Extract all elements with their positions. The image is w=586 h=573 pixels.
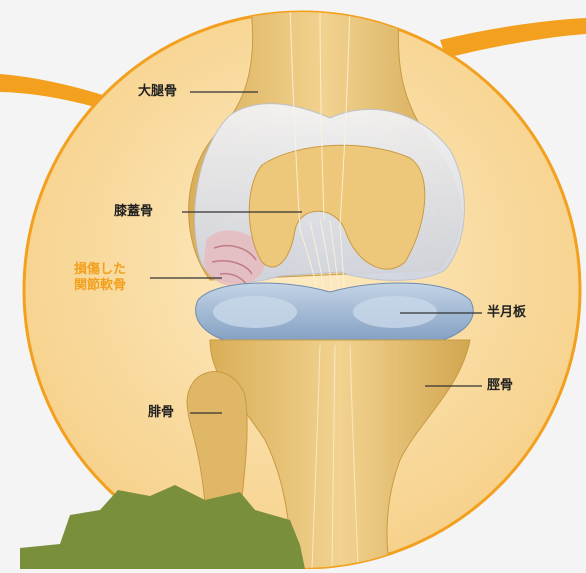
label-fibula: 腓骨 xyxy=(148,405,174,421)
label-tibia: 脛骨 xyxy=(487,378,513,394)
label-meniscus: 半月板 xyxy=(487,305,526,321)
label-damaged-cartilage: 損傷した 関節軟骨 xyxy=(74,262,126,294)
orange-swoosh-right xyxy=(440,18,586,58)
label-damaged-cartilage-line1: 損傷した xyxy=(74,262,126,278)
label-damaged-cartilage-line2: 関節軟骨 xyxy=(74,278,126,294)
label-femur: 大腿骨 xyxy=(138,84,177,100)
label-patella: 膝蓋骨 xyxy=(114,204,153,220)
